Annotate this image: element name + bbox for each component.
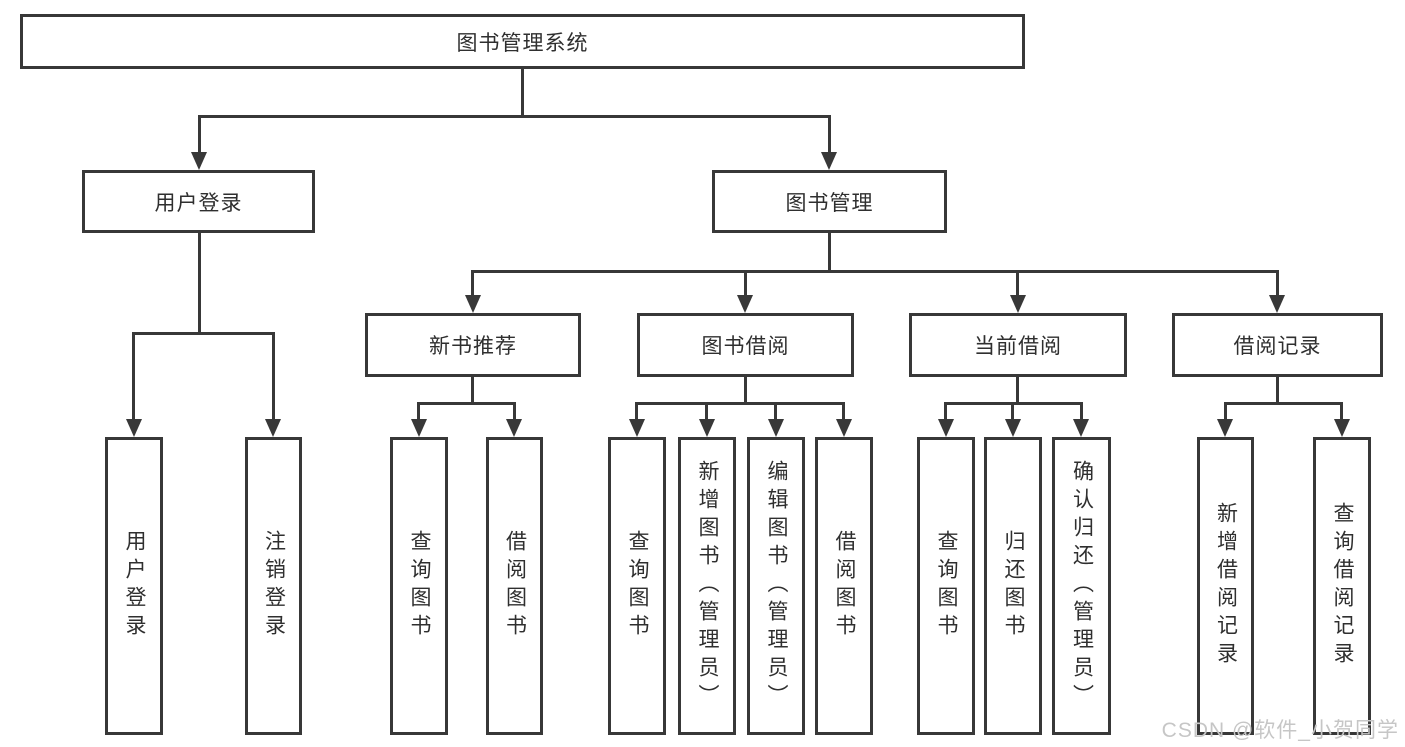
leaf-add-book-admin-label: 新增图书（管理员） [696, 460, 719, 712]
connector-line [1276, 377, 1279, 405]
arrowhead-down-icon [506, 419, 522, 437]
node-current-borrowing-label: 当前借阅 [974, 335, 1062, 358]
connector-line [705, 402, 708, 421]
node-borrow-records-label: 借阅记录 [1233, 335, 1322, 358]
arrowhead-down-icon [737, 295, 753, 313]
leaf-query-books-current: 查询图书 [917, 437, 975, 735]
connector-line [1016, 270, 1019, 297]
arrowhead-down-icon [191, 152, 207, 170]
leaf-return-book-label: 归还图书 [1002, 530, 1025, 642]
connector-line [198, 115, 831, 118]
node-library-system: 图书管理系统 [20, 14, 1025, 69]
arrowhead-down-icon [265, 419, 281, 437]
arrowhead-down-icon [411, 419, 427, 437]
connector-line [828, 233, 831, 273]
leaf-logout: 注销登录 [245, 437, 302, 735]
leaf-query-books-recommend-label: 查询图书 [408, 530, 431, 642]
leaf-borrow-book-borrowing: 借阅图书 [815, 437, 873, 735]
node-book-management: 图书管理 [712, 170, 947, 233]
connector-line [198, 233, 201, 335]
connector-line [828, 115, 831, 154]
leaf-add-book-admin: 新增图书（管理员） [678, 437, 736, 735]
arrowhead-down-icon [938, 419, 954, 437]
connector-line [521, 69, 524, 116]
node-borrow-records: 借阅记录 [1172, 313, 1383, 377]
arrowhead-down-icon [1005, 419, 1021, 437]
leaf-borrow-book-recommend-label: 借阅图书 [503, 530, 527, 642]
arrowhead-down-icon [1010, 295, 1026, 313]
watermark: CSDN @软件_小贺同学 [1161, 719, 1399, 742]
connector-line [1224, 402, 1342, 405]
leaf-borrow-book-recommend: 借阅图书 [486, 437, 543, 735]
leaf-borrow-book-borrowing-label: 借阅图书 [833, 530, 856, 642]
node-new-book-recommend: 新书推荐 [365, 313, 581, 377]
leaf-edit-book-admin-label: 编辑图书（管理员） [765, 460, 788, 712]
connector-line [471, 270, 1279, 273]
node-user-login-label: 用户登录 [154, 191, 243, 215]
arrowhead-down-icon [1269, 295, 1285, 313]
node-book-borrowing-label: 图书借阅 [701, 335, 790, 358]
arrowhead-down-icon [821, 152, 837, 170]
connector-line [944, 402, 947, 421]
connector-line [471, 377, 474, 405]
leaf-logout-label: 注销登录 [262, 530, 286, 642]
arrowhead-down-icon [1217, 419, 1233, 437]
connector-line [635, 402, 638, 421]
node-book-management-label: 图书管理 [785, 191, 874, 215]
leaf-return-book: 归还图书 [984, 437, 1042, 735]
leaf-add-borrow-record-label: 新增借阅记录 [1214, 502, 1238, 670]
connector-line [417, 402, 516, 405]
connector-line [842, 402, 845, 421]
connector-line [1080, 402, 1083, 421]
leaf-user-login-label: 用户登录 [123, 530, 146, 642]
leaf-edit-book-admin: 编辑图书（管理员） [747, 437, 805, 735]
connector-line [744, 377, 747, 405]
arrowhead-down-icon [629, 419, 645, 437]
leaf-query-borrow-record-label: 查询借阅记录 [1331, 502, 1354, 670]
arrowhead-down-icon [1073, 419, 1089, 437]
arrowhead-down-icon [836, 419, 852, 437]
leaf-confirm-return-admin-label: 确认归还（管理员） [1070, 460, 1094, 712]
leaf-query-books-recommend: 查询图书 [390, 437, 448, 735]
connector-line [471, 270, 474, 297]
leaf-query-books-borrowing: 查询图书 [608, 437, 666, 735]
connector-line [513, 402, 516, 421]
arrowhead-down-icon [768, 419, 784, 437]
connector-line [1276, 270, 1279, 297]
connector-line [1016, 377, 1019, 405]
arrowhead-down-icon [1334, 419, 1350, 437]
connector-line [1340, 402, 1343, 421]
node-new-book-recommend-label: 新书推荐 [429, 335, 517, 358]
node-book-borrowing: 图书借阅 [637, 313, 854, 377]
connector-line [133, 332, 275, 335]
connector-line [1011, 402, 1014, 421]
connector-line [744, 270, 747, 297]
leaf-user-login: 用户登录 [105, 437, 163, 735]
connector-line [774, 402, 777, 421]
connector-line [132, 332, 135, 421]
connector-line [635, 402, 844, 405]
leaf-query-books-borrowing-label: 查询图书 [626, 530, 649, 642]
connector-line [272, 332, 275, 421]
leaf-query-books-current-label: 查询图书 [935, 530, 958, 642]
node-library-system-label: 图书管理系统 [456, 31, 589, 55]
node-user-login: 用户登录 [82, 170, 315, 233]
connector-line [417, 402, 420, 421]
node-current-borrowing: 当前借阅 [909, 313, 1127, 377]
connector-line [1224, 402, 1227, 421]
leaf-query-borrow-record: 查询借阅记录 [1313, 437, 1371, 735]
arrowhead-down-icon [699, 419, 715, 437]
arrowhead-down-icon [465, 295, 481, 313]
leaf-add-borrow-record: 新增借阅记录 [1197, 437, 1254, 735]
arrowhead-down-icon [126, 419, 142, 437]
connector-line [198, 115, 201, 154]
leaf-confirm-return-admin: 确认归还（管理员） [1052, 437, 1111, 735]
